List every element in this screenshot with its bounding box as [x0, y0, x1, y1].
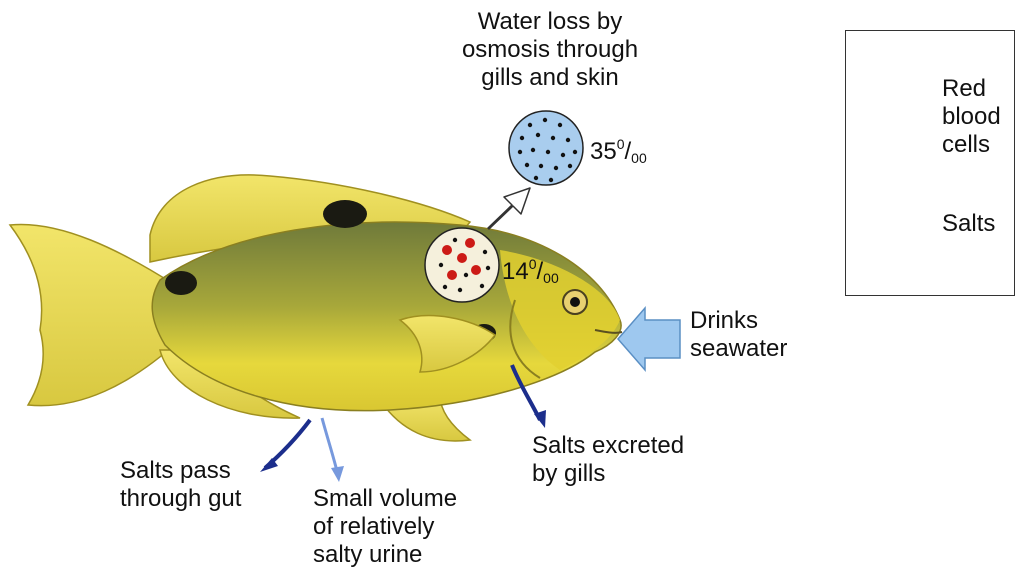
back-spot [323, 200, 367, 228]
water-loss-arrow [488, 188, 530, 229]
body-fluid-circle [425, 228, 499, 302]
seawater-circle [509, 111, 583, 185]
water-loss-label: Water loss by osmosis through gills and … [445, 8, 655, 92]
seawater-concentration: 350/00 [590, 130, 647, 172]
legend-salts-label: Salts [942, 210, 995, 238]
tail-spot [165, 271, 197, 295]
salts-pass-label: Salts pass through gut [120, 457, 241, 513]
urine-arrow [322, 418, 338, 475]
body-concentration: 140/00 [502, 250, 559, 292]
salts-excreted-label: Salts excreted by gills [532, 432, 684, 488]
drink-arrow [618, 308, 680, 370]
legend-box [845, 30, 1015, 296]
drinks-seawater-label: Drinks seawater [690, 307, 787, 363]
legend-rbc-label: Red blood cells [942, 75, 1001, 159]
urine-label: Small volume of relatively salty urine [313, 485, 457, 569]
